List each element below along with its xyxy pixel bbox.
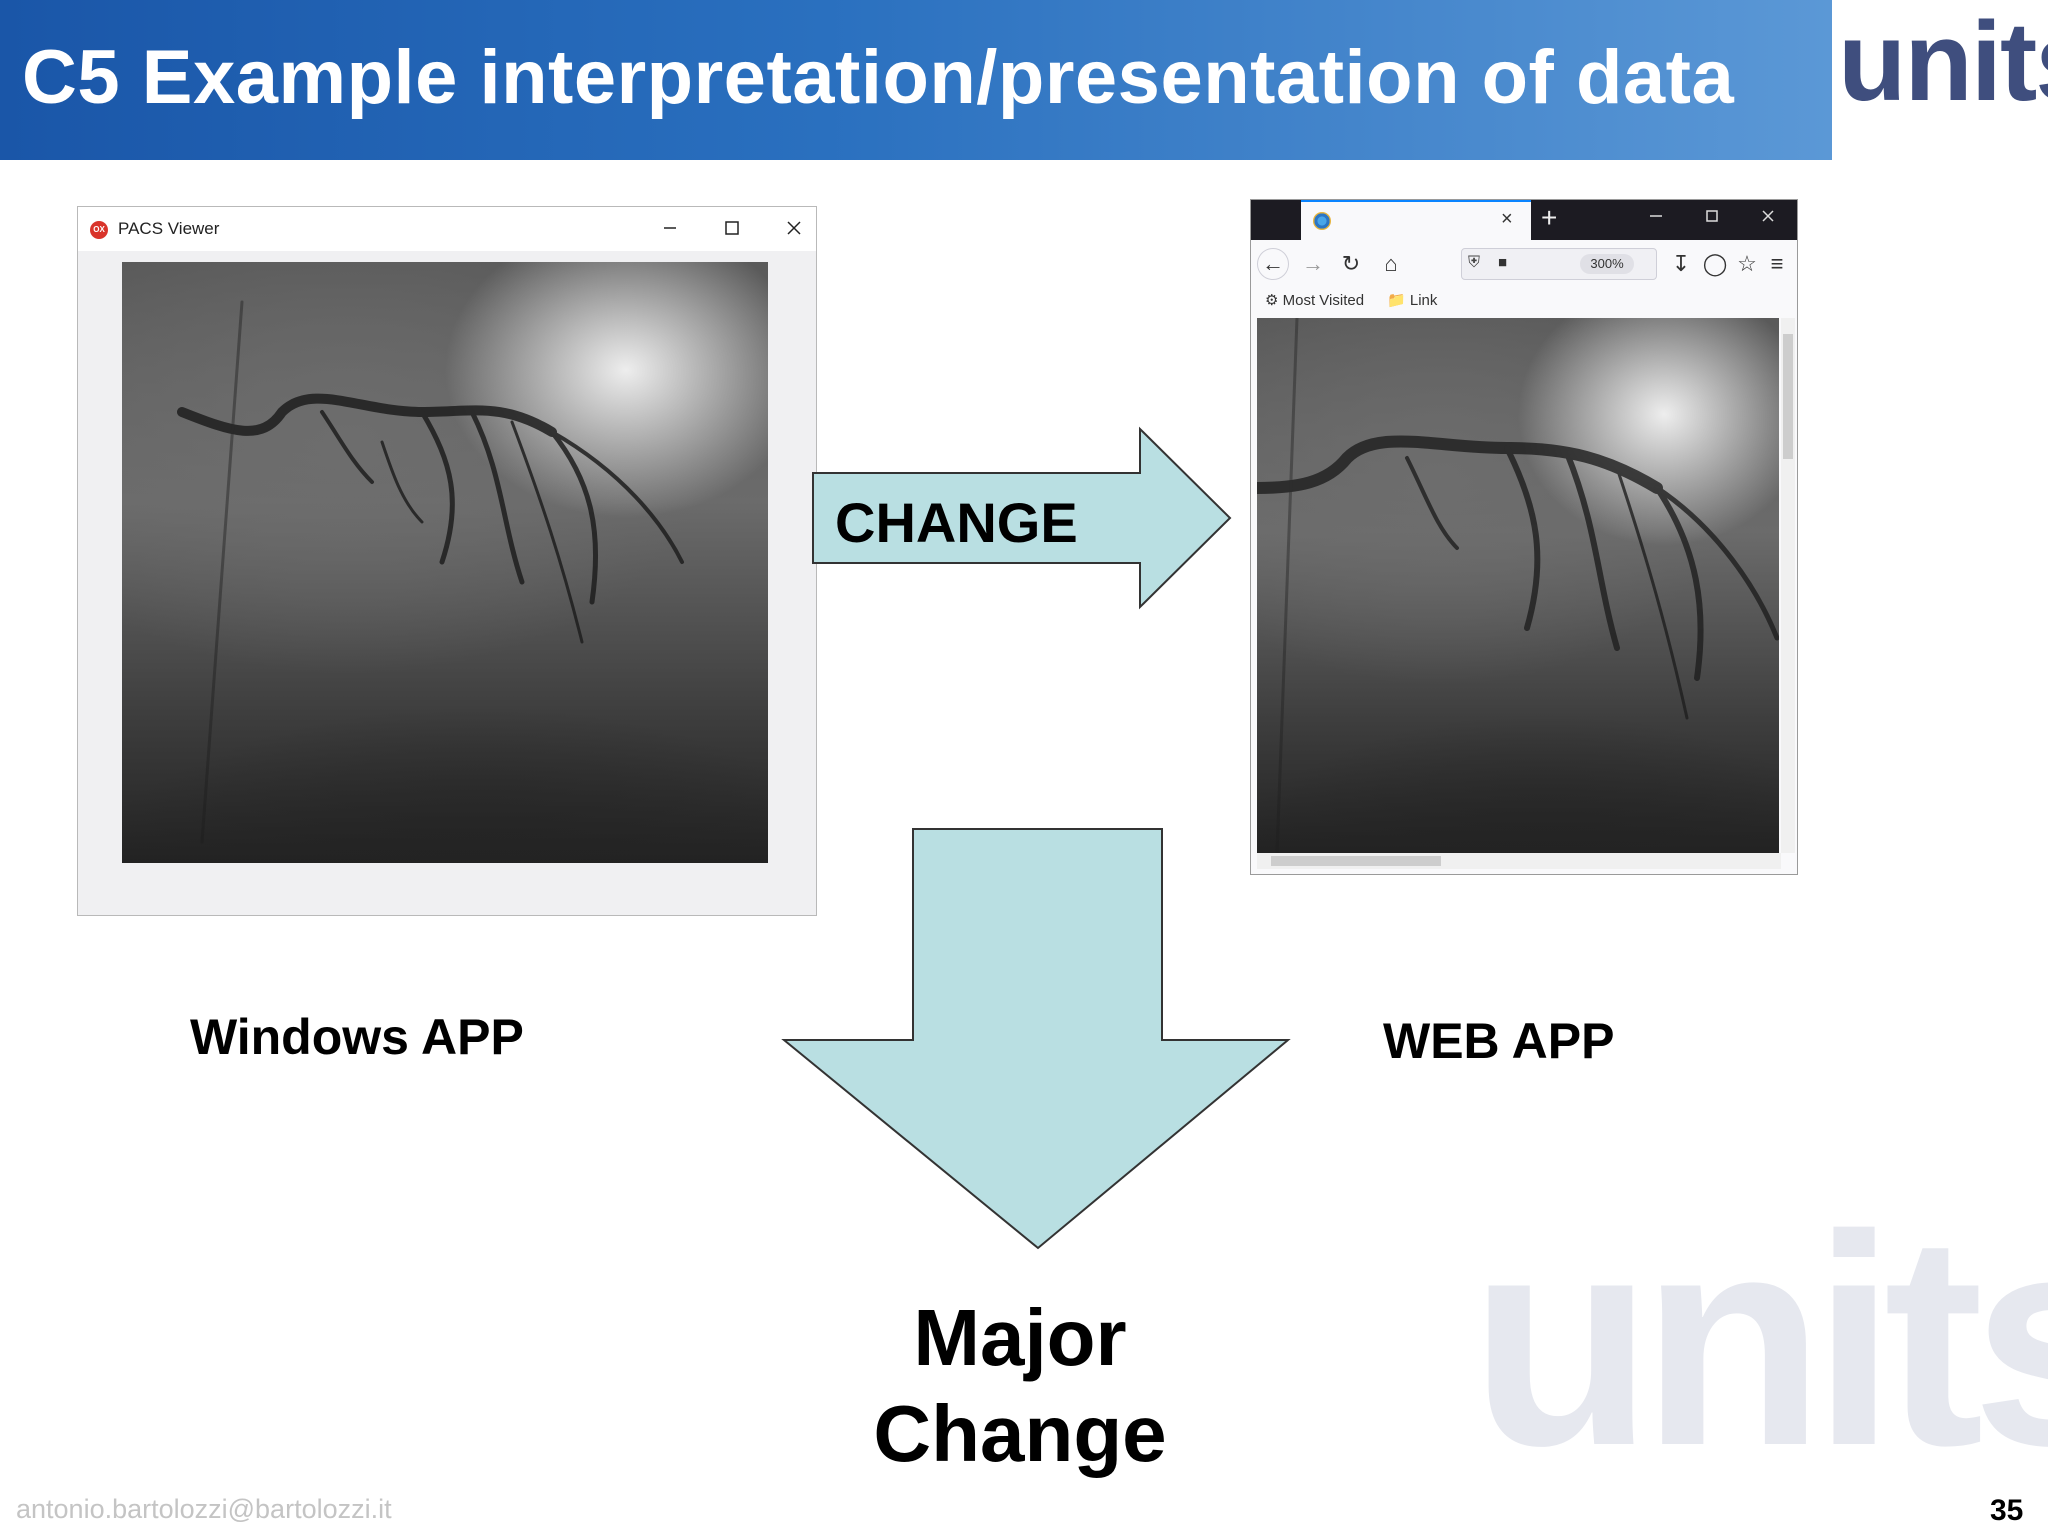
slide-title: C5 Example interpretation/presentation o… bbox=[22, 35, 1735, 120]
browser-toolbar: ← → ↻ ⌂ ⛨ ■ 300% ↧ ◯ ☆ ≡ bbox=[1251, 240, 1797, 288]
major-line: Major bbox=[913, 1293, 1127, 1382]
menu-icon[interactable]: ≡ bbox=[1770, 251, 1784, 276]
web-angiography-image[interactable] bbox=[1257, 318, 1779, 853]
reload-icon[interactable]: ↻ bbox=[1341, 251, 1361, 276]
bookmarks-bar: ⚙ Most Visited 📁 Link bbox=[1251, 288, 1797, 316]
scroll-thumb[interactable] bbox=[1271, 856, 1441, 866]
bookmark-label: Link bbox=[1409, 292, 1438, 309]
minimize-icon[interactable] bbox=[1631, 206, 1681, 229]
minimize-icon[interactable] bbox=[648, 213, 692, 245]
vertical-scrollbar[interactable] bbox=[1781, 318, 1795, 853]
page-number: 35 bbox=[1990, 1494, 2024, 1527]
browser-tab[interactable]: × bbox=[1301, 200, 1531, 240]
bookmark-label: Most Visited bbox=[1282, 292, 1365, 309]
extension-icon[interactable]: ◯ bbox=[1702, 251, 1728, 276]
horizontal-scrollbar[interactable] bbox=[1257, 853, 1781, 869]
close-icon[interactable] bbox=[1743, 206, 1793, 229]
download-icon[interactable]: ↧ bbox=[1671, 251, 1691, 276]
close-tab-icon[interactable]: × bbox=[1501, 208, 1513, 230]
change-line: Change bbox=[873, 1389, 1167, 1478]
folder-icon: 📁 bbox=[1387, 292, 1406, 309]
shield-icon: ⛨ bbox=[1468, 254, 1481, 271]
windows-app-label: Windows APP bbox=[190, 1009, 524, 1065]
maximize-icon[interactable] bbox=[710, 213, 754, 245]
tab-bar: × + bbox=[1251, 200, 1797, 240]
new-tab-icon[interactable]: + bbox=[1541, 202, 1558, 233]
footer-email: antonio.bartolozzi@bartolozzi.it bbox=[16, 1494, 392, 1524]
windows-app-window: OX PACS Viewer bbox=[77, 206, 817, 916]
units-watermark: units bbox=[1470, 1172, 2048, 1508]
gear-icon: ⚙ bbox=[1265, 292, 1279, 309]
title-banner bbox=[0, 0, 1832, 160]
window-title: PACS Viewer bbox=[118, 219, 220, 238]
bookmark-link[interactable]: 📁 Link bbox=[1387, 291, 1437, 309]
change-label: CHANGE bbox=[835, 491, 1078, 554]
scroll-thumb[interactable] bbox=[1783, 334, 1793, 459]
window-titlebar[interactable]: OX PACS Viewer bbox=[78, 207, 816, 251]
zoom-indicator[interactable]: 300% bbox=[1580, 254, 1634, 274]
star-icon[interactable]: ☆ bbox=[1737, 251, 1757, 276]
url-bar[interactable]: ⛨ ■ 300% bbox=[1461, 248, 1657, 280]
web-app-label: WEB APP bbox=[1383, 1013, 1615, 1069]
forward-icon[interactable]: → bbox=[1302, 251, 1324, 276]
maximize-icon[interactable] bbox=[1687, 206, 1737, 229]
units-logo: units bbox=[1838, 0, 2048, 124]
change-arrow bbox=[812, 426, 1232, 610]
major-change-label: Major Change bbox=[820, 1290, 1220, 1482]
close-icon[interactable] bbox=[772, 213, 816, 245]
globe-icon bbox=[1313, 212, 1331, 230]
web-app-window: × + ← → ↻ ⌂ ⛨ ■ 300% ↧ ◯ ☆ ≡ ⚙ Most Visi… bbox=[1250, 199, 1798, 875]
app-icon: OX bbox=[90, 221, 108, 239]
back-icon[interactable]: ← bbox=[1257, 248, 1289, 280]
angiography-image[interactable] bbox=[122, 262, 768, 863]
lock-icon: ■ bbox=[1498, 254, 1508, 271]
major-change-arrow bbox=[781, 828, 1291, 1250]
home-icon[interactable]: ⌂ bbox=[1384, 251, 1398, 276]
bookmark-most-visited[interactable]: ⚙ Most Visited bbox=[1265, 291, 1364, 309]
